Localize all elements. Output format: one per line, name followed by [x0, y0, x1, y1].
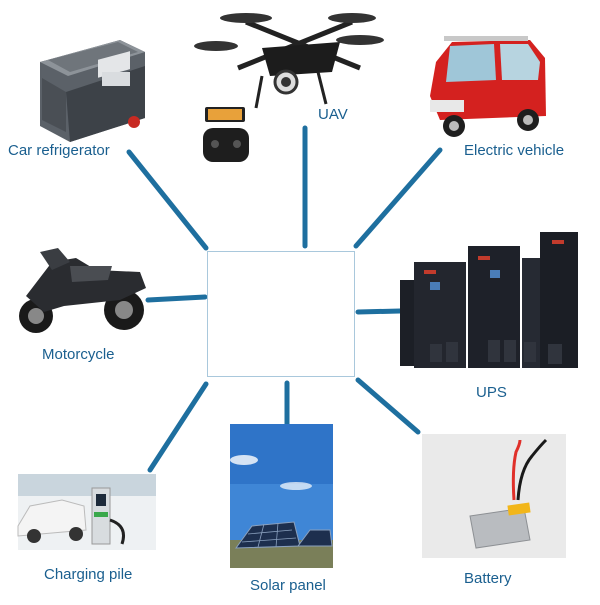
- label-electric-vehicle: Electric vehicle: [464, 142, 565, 159]
- solar-panel-image: [230, 424, 333, 568]
- charging-pile-image: [17, 474, 156, 550]
- motorcycle-image: [19, 248, 146, 333]
- line-ups: [355, 308, 403, 315]
- line-electric-vehicle: [353, 147, 443, 249]
- battery-image: [422, 434, 566, 558]
- label-ups: UPS: [476, 384, 507, 401]
- line-charging-pile: [147, 381, 209, 473]
- label-battery: Battery: [464, 570, 512, 587]
- label-motorcycle: Motorcycle: [42, 346, 115, 363]
- center-connector-box: [207, 251, 355, 377]
- connector-lines: [126, 125, 443, 473]
- ups-image: [400, 232, 578, 368]
- line-battery: [355, 377, 421, 435]
- label-charging-pile: Charging pile: [44, 566, 133, 583]
- car-refrigerator-image: [40, 40, 145, 142]
- label-car-refrigerator: Car refrigerator: [8, 142, 110, 159]
- electric-vehicle-image: [430, 36, 546, 137]
- label-uav: UAV: [318, 106, 348, 123]
- uav-image: [194, 13, 384, 162]
- line-motorcycle: [145, 294, 208, 303]
- label-solar-panel: Solar panel: [250, 577, 326, 594]
- line-car-refrigerator: [126, 149, 209, 251]
